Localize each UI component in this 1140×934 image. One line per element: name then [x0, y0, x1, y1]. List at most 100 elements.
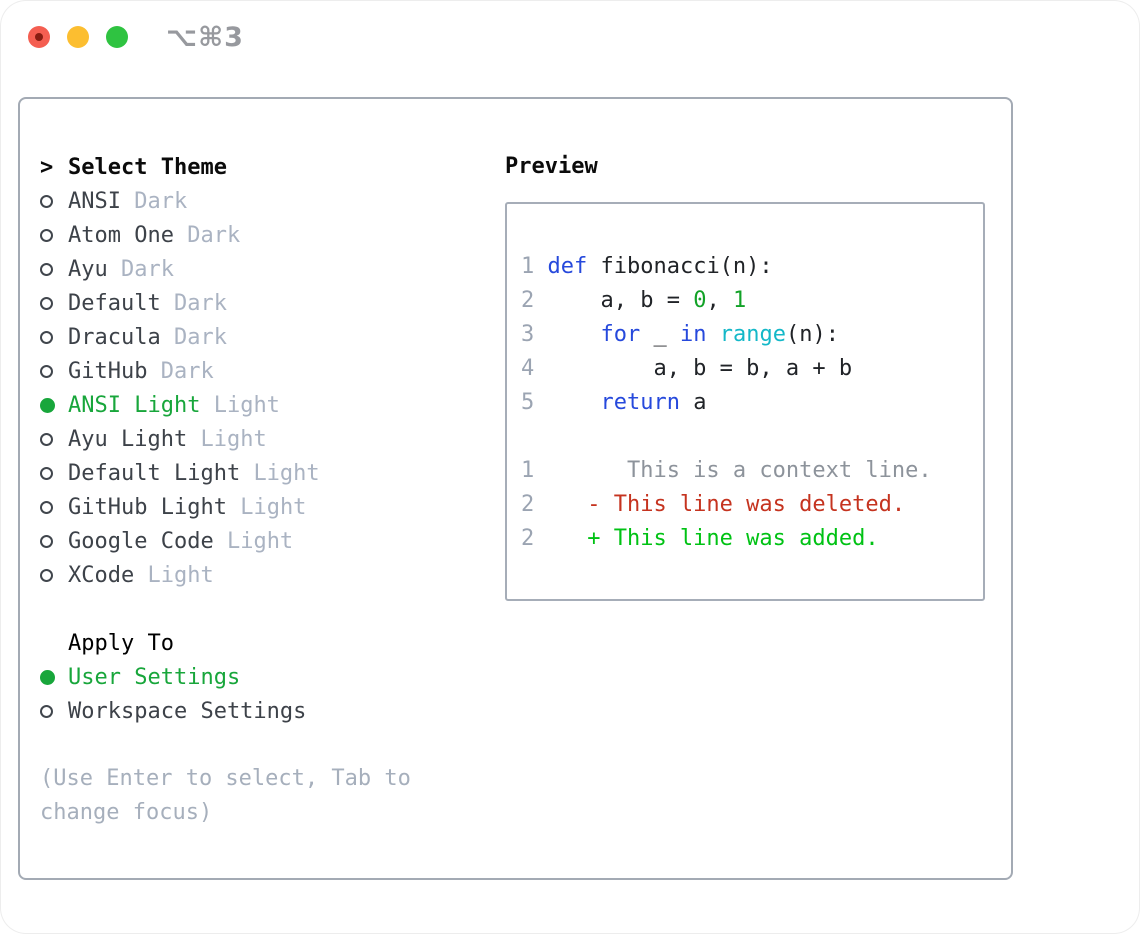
blank-line: [521, 420, 983, 454]
token-code: ,: [706, 288, 733, 313]
theme-name: XCode: [68, 562, 135, 588]
radio-selected-icon: [40, 669, 55, 685]
diff-deleted-text: - This line was deleted.: [547, 492, 906, 517]
theme-option-default-light[interactable]: Default Light Light: [40, 456, 411, 490]
theme-list: > Select Theme ANSI Dark Atom One Dark A…: [40, 150, 411, 830]
token-code: a, b =: [547, 288, 694, 313]
token-number: 1: [732, 288, 747, 313]
apply-option-label: User Settings: [68, 664, 241, 690]
radio-unselected-icon: [40, 500, 53, 514]
line-number: 2: [521, 526, 535, 551]
theme-option-github-light[interactable]: GitHub Light Light: [40, 490, 411, 524]
select-theme-header: > Select Theme: [40, 150, 411, 184]
code-line: 1 def fibonacci(n):: [521, 250, 983, 284]
theme-option-ayu-dark[interactable]: Ayu Dark: [40, 252, 411, 286]
theme-option-github-dark[interactable]: GitHub Dark: [40, 354, 411, 388]
code-line: 2 a, b = 0, 1: [521, 284, 983, 318]
theme-name: GitHub Light: [68, 494, 227, 520]
radio-unselected-icon: [40, 228, 53, 242]
code-line: 5 return a: [521, 386, 983, 420]
theme-variant: Light: [240, 494, 307, 520]
radio-unselected-icon: [40, 704, 53, 718]
theme-variant: Dark: [173, 324, 227, 350]
radio-unselected-icon: [40, 432, 53, 446]
code-line: 4 a, b = b, a + b: [521, 352, 983, 386]
theme-option-ansi-dark[interactable]: ANSI Dark: [40, 184, 411, 218]
radio-unselected-icon: [40, 330, 53, 344]
diff-deleted-line: 2 - This line was deleted.: [521, 488, 983, 522]
radio-unselected-icon: [40, 262, 53, 276]
radio-unselected-icon: [40, 296, 53, 310]
apply-to-header: Apply To: [40, 626, 411, 660]
theme-option-ayu-light[interactable]: Ayu Light Light: [40, 422, 411, 456]
token-code: a, b = b, a + b: [547, 356, 853, 381]
token-code: [706, 322, 719, 347]
token-keyword: in: [679, 322, 707, 347]
theme-name: ANSI: [68, 188, 121, 214]
theme-name: Default: [68, 290, 161, 316]
theme-name: Ayu: [68, 256, 108, 282]
theme-name: Google Code: [68, 528, 214, 554]
theme-variant: Dark: [134, 188, 188, 214]
theme-variant: Light: [213, 392, 280, 418]
line-number: 1: [521, 254, 535, 279]
token-keyword: def: [547, 254, 588, 279]
apply-option-label: Workspace Settings: [68, 698, 307, 724]
line-number: 2: [521, 492, 535, 517]
token-builtin: range: [719, 322, 786, 347]
theme-name: Ayu Light: [68, 426, 188, 452]
theme-variant: Light: [226, 528, 294, 554]
radio-unselected-icon: [40, 466, 53, 480]
diff-context-text: This is a context line.: [547, 458, 932, 483]
close-button[interactable]: [28, 26, 50, 48]
code-preview: 1 def fibonacci(n): 2 a, b = 0, 1 3 for _…: [505, 202, 985, 601]
theme-variant: Light: [200, 426, 267, 452]
theme-name: Default Light: [68, 460, 241, 486]
theme-variant: Dark: [121, 256, 174, 282]
token-keyword: return: [600, 390, 680, 415]
radio-unselected-icon: [40, 194, 53, 208]
keyboard-shortcut-label: ⌥⌘3: [166, 22, 244, 53]
theme-name: Dracula: [68, 324, 161, 350]
theme-variant: Dark: [160, 358, 214, 384]
theme-option-atom-one-dark[interactable]: Atom One Dark: [40, 218, 411, 252]
diff-context-line: 1 This is a context line.: [521, 454, 983, 488]
radio-unselected-icon: [40, 534, 53, 548]
token-code: fibonacci(n):: [587, 254, 773, 279]
theme-option-dracula-dark[interactable]: Dracula Dark: [40, 320, 411, 354]
diff-added-line: 2 + This line was added.: [521, 522, 983, 556]
apply-to-title: Apply To: [68, 630, 174, 656]
token-code: [547, 390, 600, 415]
token-code: (n):: [785, 322, 839, 347]
apply-option-user-settings[interactable]: User Settings: [40, 660, 411, 694]
code-line: 3 for _ in range(n):: [521, 318, 983, 352]
radio-unselected-icon: [40, 364, 53, 378]
theme-option-xcode[interactable]: XCode Light: [40, 558, 411, 592]
theme-dialog: > Select Theme ANSI Dark Atom One Dark A…: [18, 97, 1013, 880]
theme-name: Atom One: [68, 222, 174, 248]
select-theme-title: Select Theme: [68, 154, 227, 180]
diff-added-text: + This line was added.: [547, 526, 879, 551]
maximize-button[interactable]: [106, 26, 128, 48]
radio-selected-icon: [40, 397, 55, 413]
help-text: (Use Enter to select, Tab to change focu…: [40, 766, 411, 825]
theme-option-google-code[interactable]: Google Code Light: [40, 524, 411, 558]
theme-variant: Light: [253, 460, 320, 486]
radio-unselected-icon: [40, 568, 53, 582]
theme-option-default-dark[interactable]: Default Dark: [40, 286, 411, 320]
preview-title: Preview: [505, 154, 598, 179]
token-code: _: [640, 322, 680, 347]
line-number: 2: [521, 288, 535, 313]
token-keyword: for: [600, 322, 641, 347]
apply-option-workspace-settings[interactable]: Workspace Settings: [40, 694, 411, 728]
focus-caret-icon: >: [40, 154, 54, 180]
close-button-dot: [35, 33, 43, 41]
theme-name-selected: ANSI Light: [68, 392, 201, 418]
theme-variant: Light: [147, 562, 214, 588]
token-code: [547, 322, 600, 347]
theme-variant: Dark: [187, 222, 241, 248]
minimize-button[interactable]: [67, 26, 89, 48]
theme-option-ansi-light[interactable]: ANSI Light Light: [40, 388, 411, 422]
token-code: a: [679, 390, 707, 415]
